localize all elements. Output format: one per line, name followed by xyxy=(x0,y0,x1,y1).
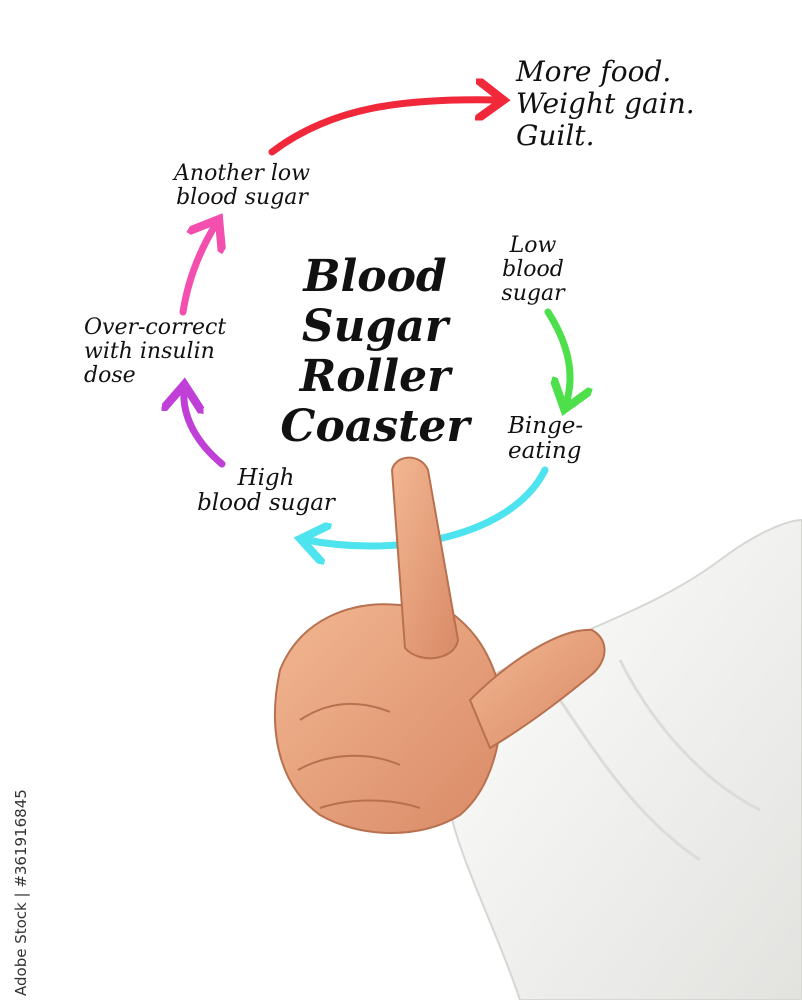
node-over-correct: Over-correct with insulin dose xyxy=(84,316,226,388)
node-line: More food. xyxy=(516,55,672,88)
node-line: Guilt. xyxy=(516,119,595,152)
arrow-another-low-to-more-food xyxy=(268,100,498,156)
stock-id-text: Adobe Stock | #361916845 xyxy=(12,789,30,996)
index-finger xyxy=(390,456,460,660)
arrow-over-correct-to-another-low xyxy=(179,224,216,316)
shirt-sleeve xyxy=(445,518,802,1000)
finger-crease xyxy=(297,754,401,771)
thumb xyxy=(468,628,606,750)
node-line: eating xyxy=(508,438,582,464)
arrow-low-to-binge-eating xyxy=(544,308,570,404)
node-line: Over-correct xyxy=(84,315,227,340)
diagram-title: Blood Sugar Roller Coaster xyxy=(270,252,480,452)
stock-id-watermark: Adobe Stock | #361916845 xyxy=(10,768,32,998)
title-line: Roller xyxy=(299,351,451,402)
title-line: Sugar xyxy=(301,301,449,352)
node-line: blood sugar xyxy=(197,490,335,516)
sleeve-fold xyxy=(558,699,701,862)
node-binge-eating: Binge- eating xyxy=(508,414,583,464)
hand-fist xyxy=(273,598,502,834)
arrow-high-to-over-correct xyxy=(184,390,226,468)
node-low-blood-sugar: Low blood sugar xyxy=(488,234,578,306)
node-line: Weight gain. xyxy=(516,87,695,120)
title-line: Coaster xyxy=(280,401,470,452)
node-line: sugar xyxy=(501,281,565,306)
node-line: blood xyxy=(502,257,564,282)
node-line: blood sugar xyxy=(176,185,308,210)
node-line: with insulin xyxy=(84,339,215,364)
arrow-binge-eating-to-high xyxy=(306,466,549,546)
node-line: Another low xyxy=(174,161,310,186)
finger-crease xyxy=(319,799,421,809)
node-another-low-blood-sugar: Another low blood sugar xyxy=(152,162,332,210)
node-more-food: More food. Weight gain. Guilt. xyxy=(516,56,695,152)
node-line: Binge- xyxy=(508,413,584,439)
node-line: dose xyxy=(84,363,136,388)
sleeve-fold xyxy=(618,659,761,812)
node-high-blood-sugar: High blood sugar xyxy=(176,466,356,516)
node-line: High xyxy=(237,465,295,491)
title-line: Blood xyxy=(303,251,447,302)
node-line: Low xyxy=(509,233,557,258)
finger-crease xyxy=(299,702,391,721)
